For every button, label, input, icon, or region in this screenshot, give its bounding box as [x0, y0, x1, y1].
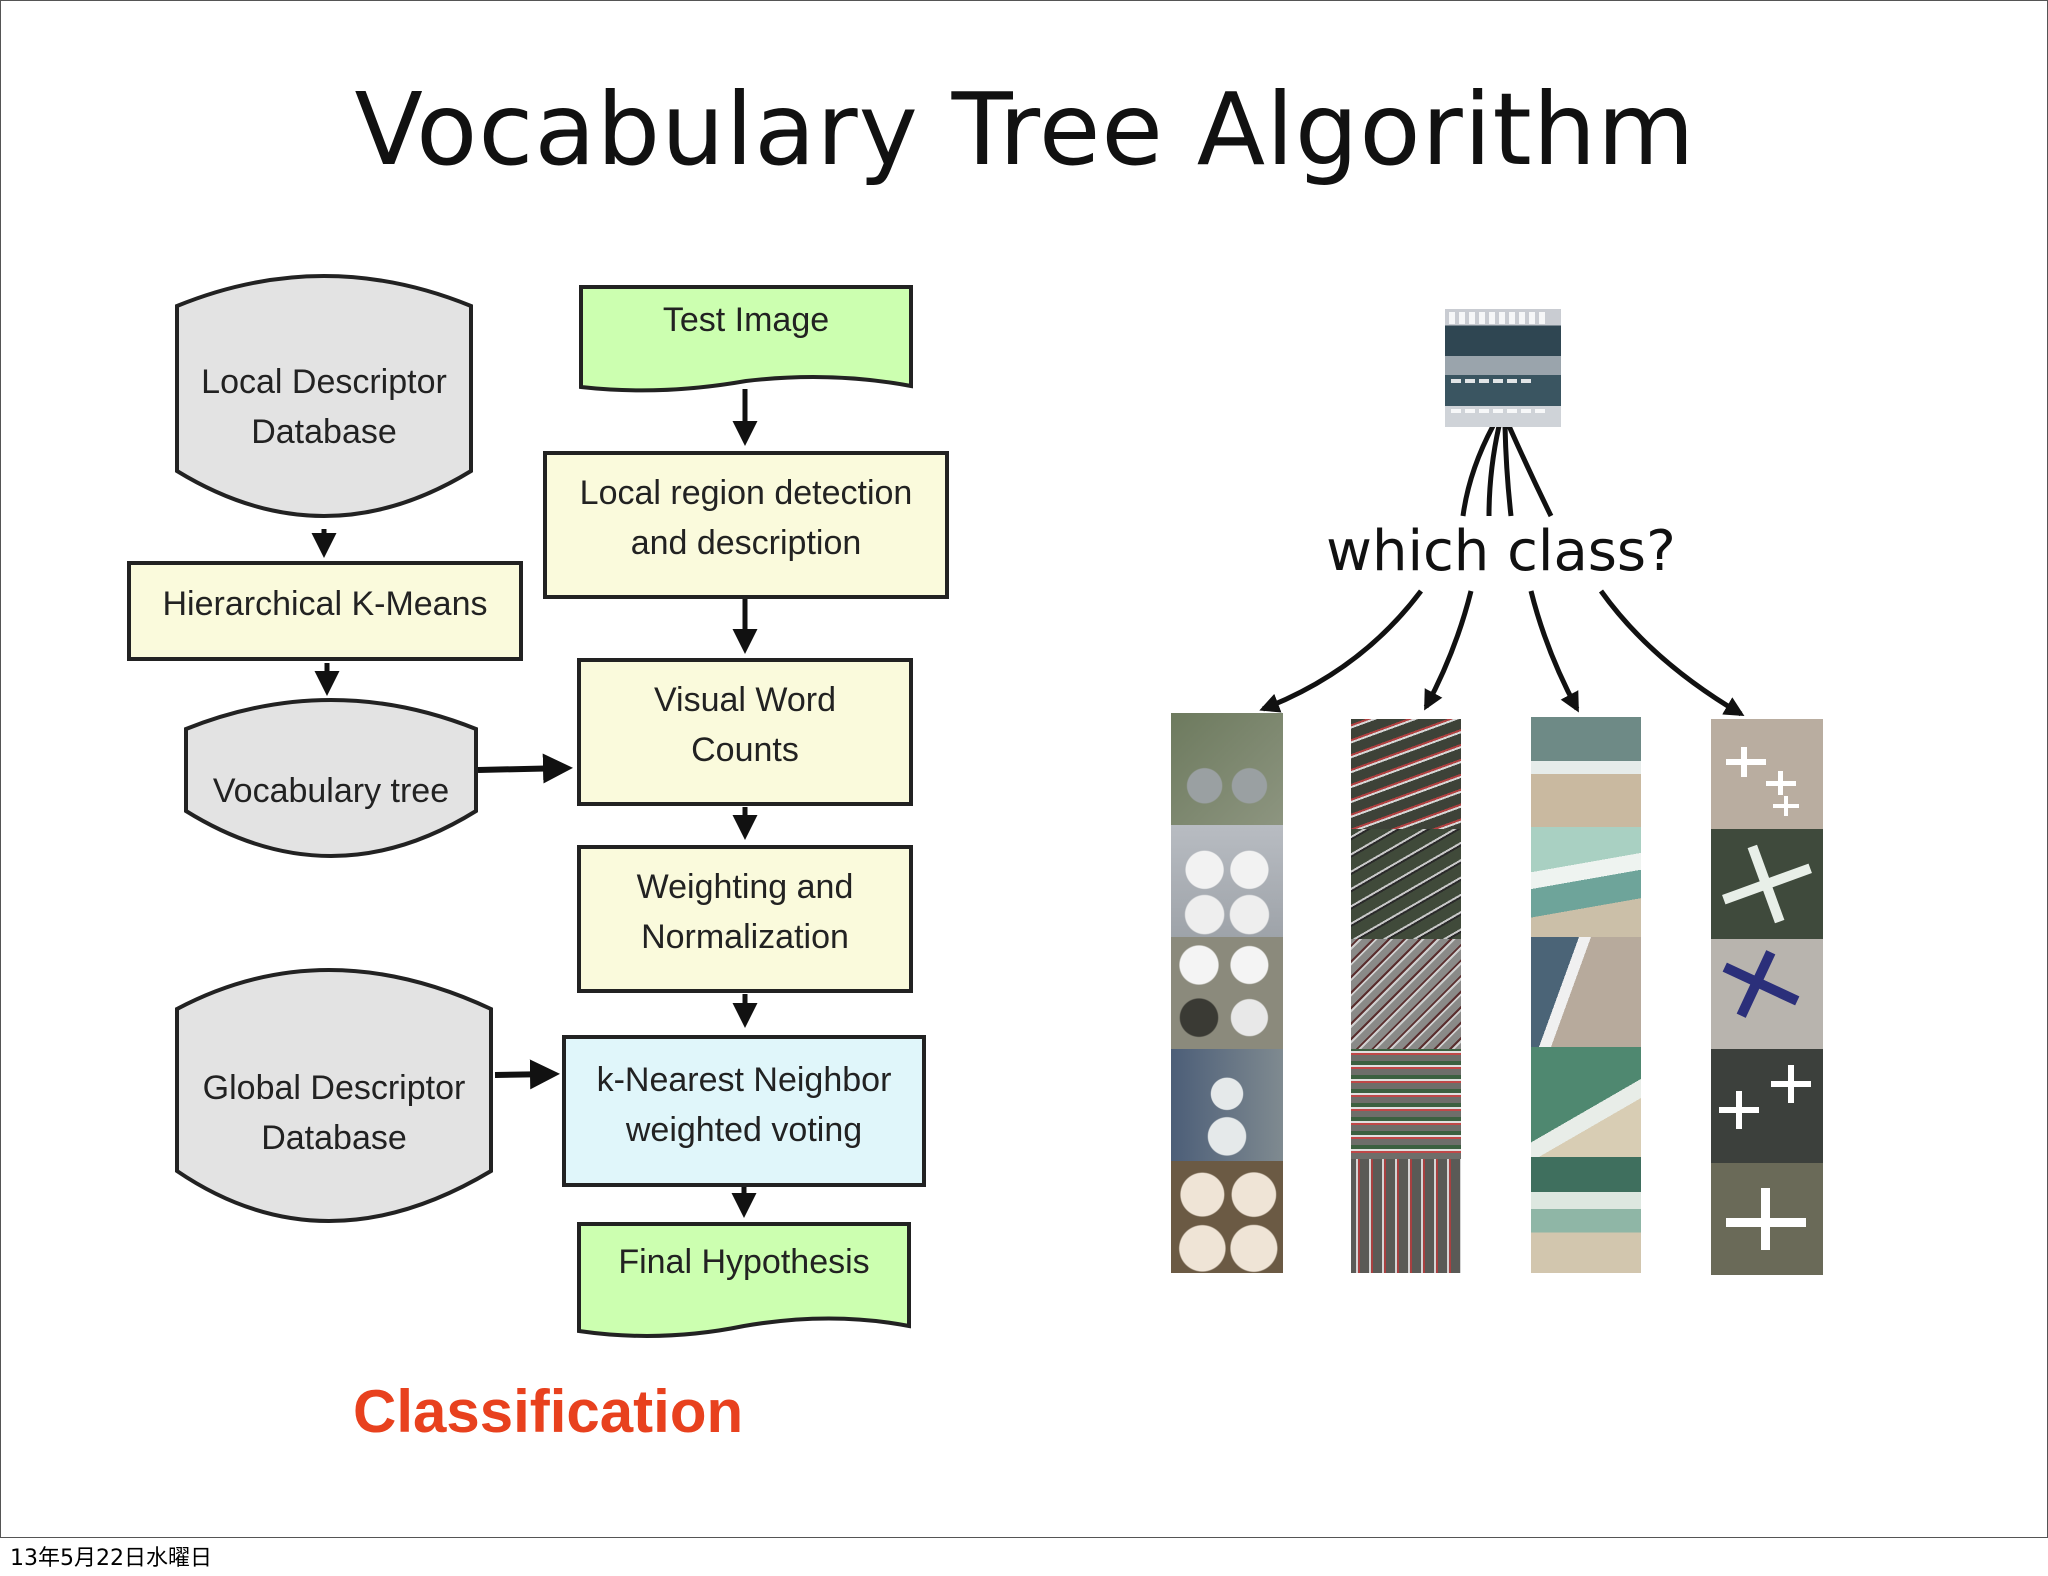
- knn-voting-box: k-Nearest Neighbor weighted voting: [562, 1035, 926, 1187]
- vocabulary-tree-cylinder: Vocabulary tree: [184, 698, 478, 858]
- visual-word-label-1: Visual Word: [654, 681, 836, 719]
- thumb-beach-5: [1531, 1157, 1641, 1273]
- harbor-boats-icon: [1449, 312, 1545, 413]
- arrow-tree-to-visual-word: [477, 753, 573, 784]
- thumb-plane-5: [1711, 1163, 1823, 1275]
- knn-label-2: weighted voting: [625, 1111, 862, 1149]
- global-db-label-2: Database: [261, 1119, 407, 1157]
- airplane-icon: [1722, 950, 1800, 1018]
- local-db-label-2: Database: [251, 413, 397, 451]
- thumb-plane-3: [1711, 939, 1823, 1049]
- test-image-document: Test Image: [579, 285, 913, 393]
- thumb-parking-5: [1351, 1159, 1461, 1273]
- thumb-tank-4: [1171, 1049, 1283, 1161]
- thumb-tank-3: [1171, 937, 1283, 1049]
- arrow-global-db-to-knn: [494, 1059, 560, 1090]
- global-db-label-1: Global Descriptor: [203, 1069, 466, 1107]
- classification-caption: Classification: [353, 1378, 744, 1445]
- thumb-tank-1: [1171, 713, 1283, 825]
- visual-word-counts-box: Visual Word Counts: [577, 658, 913, 806]
- query-image-harbor: [1445, 309, 1561, 427]
- local-db-label-1: Local Descriptor: [201, 363, 447, 401]
- thumb-parking-1: [1351, 719, 1461, 829]
- vocab-tree-label: Vocabulary tree: [213, 772, 449, 810]
- thumb-beach-4: [1531, 1047, 1641, 1157]
- thumb-plane-2: [1711, 829, 1823, 939]
- thumb-beach-2: [1531, 827, 1641, 937]
- weighting-label-2: Normalization: [641, 918, 849, 956]
- local-region-label-2: and description: [631, 524, 862, 562]
- thumb-parking-3: [1351, 939, 1461, 1049]
- airplane-icon: [1726, 747, 1799, 816]
- hierarchical-kmeans-box: Hierarchical K-Means: [127, 561, 523, 661]
- slide: Vocabulary Tree Algorithm Local Descript…: [0, 0, 2048, 1538]
- thumb-plane-4: [1711, 1049, 1823, 1163]
- global-descriptor-database-cylinder: Global Descriptor Database: [175, 968, 493, 1223]
- thumb-parking-4: [1351, 1049, 1461, 1159]
- thumb-parking-2: [1351, 829, 1461, 939]
- slide-title: Vocabulary Tree Algorithm: [354, 71, 1696, 188]
- local-region-label-1: Local region detection: [580, 474, 913, 512]
- knn-label-1: k-Nearest Neighbor: [597, 1061, 892, 1099]
- final-hypothesis-document: Final Hypothesis: [577, 1222, 911, 1338]
- weighting-normalization-box: Weighting and Normalization: [577, 845, 913, 993]
- visual-word-label-2: Counts: [691, 731, 799, 769]
- footer-date: 13年5月22日水曜日: [10, 1546, 212, 1571]
- hkmeans-label: Hierarchical K-Means: [163, 585, 488, 623]
- which-class-question: which class?: [1326, 519, 1676, 584]
- airplane-icon: [1722, 844, 1812, 924]
- airplane-icon: [1719, 1065, 1811, 1129]
- thumb-beach-3: [1531, 937, 1641, 1047]
- thumb-plane-1: [1711, 719, 1823, 829]
- flowchart-diagram: Local Descriptor Database Hierarchical K…: [127, 274, 1745, 1338]
- query-fan-lines: [1460, 424, 1554, 518]
- thumb-tank-2: [1171, 825, 1283, 937]
- local-region-detection-box: Local region detection and description: [543, 451, 949, 599]
- thumb-beach-1: [1531, 717, 1641, 827]
- airplane-icon: [1726, 1188, 1806, 1250]
- weighting-label-1: Weighting and: [637, 868, 854, 906]
- class-arrows: [1259, 589, 1745, 717]
- local-descriptor-database-cylinder: Local Descriptor Database: [175, 274, 473, 518]
- thumb-tank-5: [1171, 1161, 1283, 1273]
- final-label: Final Hypothesis: [618, 1243, 869, 1281]
- test-image-label: Test Image: [663, 301, 829, 339]
